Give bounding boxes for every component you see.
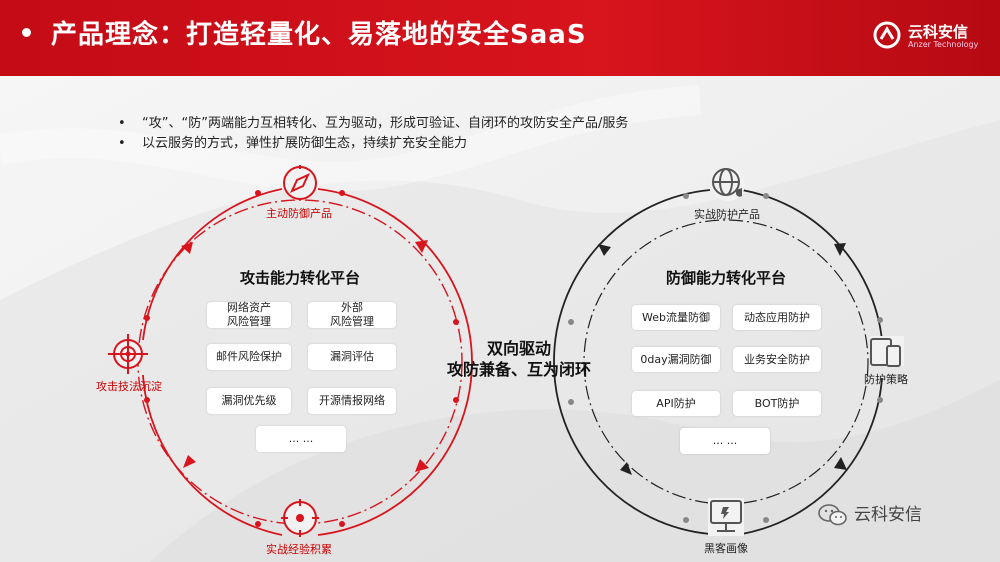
page-title-text: 产品理念：打造轻量化、易落地的安全SaaS (51, 20, 587, 50)
center-caption-line: 攻防兼备、互为闭环 (446, 360, 591, 379)
arrow-head (834, 243, 846, 256)
node-label-combat-experience: 实战经验积累 (266, 543, 332, 556)
box-text: 风险管理 (227, 315, 271, 328)
left-arc-bottom-left (142, 374, 283, 536)
right-arc-bottom-right (741, 377, 883, 535)
defense-platform-title: 防御能力转化平台 (665, 269, 786, 287)
arc-dot (568, 399, 574, 405)
arrow-head (181, 242, 193, 254)
bullet-item: “攻”、“防”两端能力互相转化、互为驱动，形成可验证、自闭环的攻防安全产品/服务 (118, 114, 628, 134)
capability-box: 网络资产风险管理 (207, 301, 291, 328)
bullet-item: 以云服务的方式，弹性扩展防御生态，持续扩充安全能力 (118, 134, 628, 154)
capability-box: BOT防护 (733, 391, 821, 416)
node-label-hacker-profile: 黑客画像 (704, 542, 748, 555)
arc-dot (683, 517, 689, 523)
arc-dot (877, 397, 883, 403)
page-title: 产品理念：打造轻量化、易落地的安全SaaS (22, 14, 587, 51)
arrow-head (415, 459, 429, 472)
target-icon (281, 499, 319, 537)
right-inner-dashed-ring (583, 219, 869, 505)
capability-box: 漏洞优先级 (207, 388, 291, 414)
logo-icon (873, 21, 901, 49)
node-label-active-defense: 主动防御产品 (266, 207, 332, 220)
arc-dot (568, 319, 574, 325)
crosshair-icon (108, 334, 148, 374)
arc-dot (144, 315, 150, 321)
right-arc-top-left (553, 189, 711, 363)
left-arc-top-right (317, 188, 473, 363)
capability-box: 动态应用防护 (733, 305, 821, 330)
capability-box: API防护 (632, 391, 720, 416)
node-label-protection-strategy: 防护策略 (864, 373, 908, 386)
box-text: 外部 (341, 301, 363, 314)
devices-icon (870, 336, 904, 367)
right-cycle (553, 167, 904, 536)
node-label-attack-techniques: 攻击技法沉淀 (96, 380, 162, 393)
box-text: 网络资产 (227, 301, 271, 314)
arc-dot (339, 521, 345, 527)
arrow-head (415, 240, 428, 253)
arc-dot (763, 193, 769, 199)
box-text: 风险管理 (330, 315, 374, 328)
arc-dot (877, 317, 883, 323)
capability-box: 业务安全防护 (733, 347, 821, 372)
globe-icon (711, 167, 745, 201)
arc-dot (683, 193, 689, 199)
arc-dot (453, 397, 459, 403)
capability-box-more: ... ... (680, 428, 770, 454)
arc-dot (255, 190, 261, 196)
capability-box: 漏洞评估 (308, 344, 396, 370)
logo-name: 云科安信 (908, 23, 969, 41)
center-caption-line: 双向驱动 (486, 339, 551, 358)
center-caption: 双向驱动 攻防兼备、互为闭环 (434, 338, 604, 380)
capability-box: Web流量防御 (632, 305, 720, 330)
logo-subtitle: Anzer Technology (908, 40, 979, 49)
watermark-text: 云科安信 (854, 505, 922, 525)
wechat-icon (818, 504, 847, 526)
company-logo: 云科安信 Anzer Technology (872, 18, 982, 58)
attack-platform-title: 攻击能力转化平台 (239, 269, 360, 287)
arc-dot (255, 521, 261, 527)
arrow-head (183, 455, 196, 468)
arrow-head (620, 462, 632, 475)
left-arc-top-left (142, 188, 283, 341)
capability-box: 外部风险管理 (308, 301, 396, 328)
capability-box: 开源情报网络 (308, 388, 396, 414)
bullet-list: “攻”、“防”两端能力互相转化、互为驱动，形成可验证、自闭环的攻防安全产品/服务… (118, 114, 628, 154)
capability-box-more: ... ... (256, 426, 346, 452)
compass-icon (283, 165, 317, 200)
capability-box: 邮件风险保护 (207, 344, 291, 370)
node-label-combat-protection: 实战防护产品 (694, 208, 760, 221)
wechat-watermark: 云科安信 (818, 500, 922, 527)
right-arc-top-right (741, 189, 883, 341)
arc-dot (339, 190, 345, 196)
monitor-icon (708, 498, 744, 536)
arrow-head (834, 457, 847, 470)
left-cycle (108, 165, 473, 537)
right-arc-bottom-left (553, 361, 711, 535)
left-arc-bottom-right (317, 361, 473, 536)
arc-dot (144, 397, 150, 403)
capability-box: 0day漏洞防御 (632, 347, 720, 372)
arc-dot (763, 517, 769, 523)
arrow-head (598, 244, 611, 256)
header-bar: 产品理念：打造轻量化、易落地的安全SaaS 云科安信 Anzer Technol… (0, 0, 1000, 76)
bullet-dot (22, 28, 31, 37)
arc-dot (453, 319, 459, 325)
